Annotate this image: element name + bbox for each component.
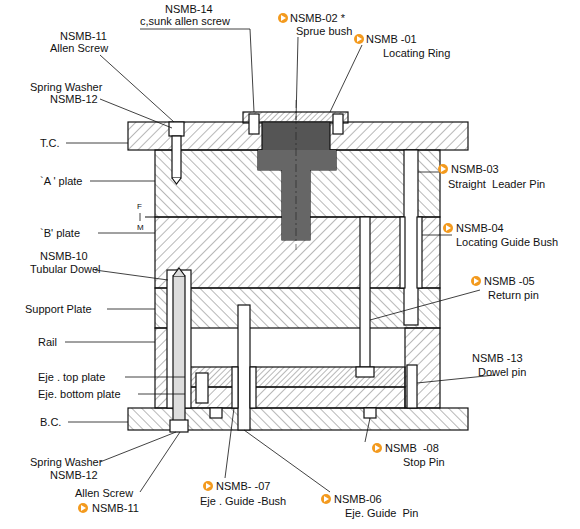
allen-screw <box>169 122 184 136</box>
part-name: Eje. Guide Pin <box>345 507 418 519</box>
callout-number: NSMB-14 <box>165 3 213 15</box>
callout-number: NSMB-06 <box>334 493 382 505</box>
part-name: Locating Ring <box>383 47 450 59</box>
callout-number: NSMB-02 * <box>290 12 345 24</box>
part-name: Support Plate <box>25 303 92 315</box>
part-name: Allen Screw <box>50 42 108 54</box>
part-name: `A ' plate <box>40 175 82 187</box>
part-name: Eje. bottom plate <box>38 388 121 400</box>
leader-pin <box>404 150 418 325</box>
support-plate <box>155 288 440 328</box>
guide-bush <box>400 217 405 288</box>
rail <box>405 328 440 408</box>
ejector-bottom-plate <box>185 387 405 408</box>
part-name: Straight Leader Pin <box>448 178 545 190</box>
callout-number: NSMB-11 <box>92 502 139 514</box>
face-mark: F <box>137 201 142 213</box>
dowel-pin <box>407 365 417 408</box>
callout-number: NSMB-12 <box>50 469 98 481</box>
part-name: Sprue bush <box>296 25 352 37</box>
callout-number: NSMB- -07 <box>216 480 270 492</box>
part-name: c,sunk allen screw <box>140 15 230 27</box>
countersunk-screw <box>333 114 343 134</box>
countersunk-screw <box>249 114 259 134</box>
part-name: Rail <box>38 336 57 348</box>
part-name: Locating Guide Bush <box>456 236 558 248</box>
callout-number: NSMB -05 <box>484 275 535 287</box>
part-name: Dowel pin <box>478 366 526 378</box>
callout-number: NSMB-10 <box>40 250 88 262</box>
part-name: Eje . Guide -Bush <box>200 495 286 507</box>
part-name: Spring Washer <box>30 456 102 468</box>
callout-number: NSMB-03 <box>451 163 499 175</box>
callout-number: NSMB-04 <box>456 222 504 234</box>
sprue-bush <box>258 122 336 240</box>
callout-number: NSMB-11 <box>60 30 107 42</box>
part-name: Allen Screw <box>75 487 133 499</box>
part-name: T.C. <box>40 137 60 149</box>
ejector-guide-pin <box>238 305 250 430</box>
callout-number: NSMB -01 <box>366 33 417 45</box>
part-name: `B' plate <box>40 227 80 239</box>
allen-screw <box>173 276 185 430</box>
leader-lines <box>65 29 495 492</box>
part-name: Return pin <box>488 289 539 301</box>
part-name: B.C. <box>40 416 61 428</box>
part-name: Tubular Dowel <box>30 263 101 275</box>
return-pin <box>360 217 370 367</box>
callout-number: NSMB-12 <box>50 93 98 105</box>
ejector-top-plate <box>185 367 405 387</box>
stop-pin <box>364 408 376 418</box>
part-name: Eje . top plate <box>38 371 105 383</box>
callout-number: NSMB -08 <box>385 442 439 454</box>
part-name: Spring Washer <box>30 81 102 93</box>
callout-number: NSMB -13 <box>472 352 523 364</box>
face-mark: M <box>137 222 144 234</box>
part-name: Stop Pin <box>403 456 445 468</box>
stop-pin <box>210 408 222 418</box>
ejector-guide-bush <box>232 367 238 408</box>
ejector-screw <box>196 373 208 403</box>
